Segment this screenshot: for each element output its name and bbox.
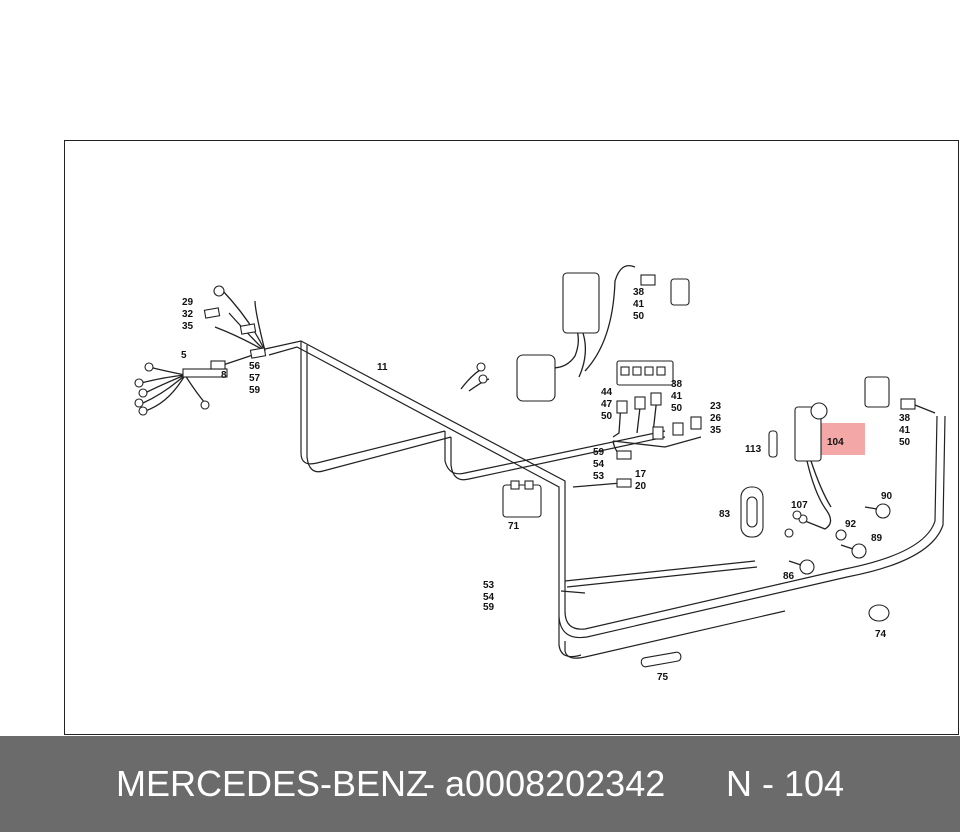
footer-separator: - <box>423 763 435 804</box>
callout-50-top: 50 <box>633 311 645 322</box>
top-relay-group <box>460 264 690 402</box>
callout-26: 26 <box>710 413 722 424</box>
callout-59-low: 59 <box>483 602 495 613</box>
callout-50-mid: 50 <box>671 403 683 414</box>
callout-107: 107 <box>791 500 808 511</box>
right-switch-group <box>864 376 936 414</box>
wiring-harness-diagram: 29 32 35 5 8 56 57 59 11 38 41 50 44 47 … <box>134 264 946 683</box>
callout-32: 32 <box>182 309 194 320</box>
callout-89: 89 <box>871 533 883 544</box>
callout-104: 104 <box>827 437 844 448</box>
callout-83: 83 <box>719 509 731 520</box>
middle-connector-block <box>572 360 702 488</box>
callout-47: 47 <box>601 399 613 410</box>
callout-35: 35 <box>710 425 722 436</box>
switch-104-group <box>768 402 865 530</box>
holder-83 <box>740 486 764 538</box>
callout-54-low: 54 <box>483 592 495 603</box>
hardware-parts <box>640 503 891 668</box>
callout-56: 56 <box>249 361 261 372</box>
callout-50-right: 50 <box>899 437 911 448</box>
callout-113: 113 <box>745 444 762 455</box>
main-harness <box>264 340 946 659</box>
callout-38-mid: 38 <box>671 379 683 390</box>
callout-59-mid: 59 <box>593 447 605 458</box>
callout-8: 8 <box>221 370 227 381</box>
callout-41-right: 41 <box>899 425 911 436</box>
callout-38-top: 38 <box>633 287 645 298</box>
footer-bar: MERCEDES-BENZ - a0008202342 N - 104 <box>0 736 960 832</box>
left-terminal-fan <box>134 285 267 416</box>
brand-name: MERCEDES-BENZ <box>116 763 429 804</box>
callout-59: 59 <box>249 385 261 396</box>
part-number: a0008202342 <box>445 763 666 804</box>
callout-75: 75 <box>657 672 669 683</box>
diagram-frame: 29 32 35 5 8 56 57 59 11 38 41 50 44 47 … <box>64 140 959 735</box>
callout-5: 5 <box>181 350 187 361</box>
callout-57: 57 <box>249 373 261 384</box>
callout-35: 35 <box>182 321 194 332</box>
callout-92: 92 <box>845 519 857 530</box>
callout-23: 23 <box>710 401 722 412</box>
callout-50: 50 <box>601 411 613 422</box>
callout-11: 11 <box>377 362 388 373</box>
callout-71: 71 <box>508 521 520 532</box>
callout-53-mid: 53 <box>593 471 605 482</box>
callout-53-low: 53 <box>483 580 495 591</box>
callout-90: 90 <box>881 491 893 502</box>
callout-41-top: 41 <box>633 299 645 310</box>
callout-74: 74 <box>875 629 887 640</box>
callout-20: 20 <box>635 481 647 492</box>
callout-44: 44 <box>601 387 613 398</box>
bracket-71 <box>502 480 542 518</box>
reference-number: N - 104 <box>726 763 845 804</box>
callout-labels: 29 32 35 5 8 56 57 59 11 38 41 50 44 47 … <box>181 287 911 683</box>
callout-38-right: 38 <box>899 413 911 424</box>
callout-17: 17 <box>635 469 647 480</box>
callout-29: 29 <box>182 297 194 308</box>
callout-41-mid: 41 <box>671 391 683 402</box>
callout-86: 86 <box>783 571 795 582</box>
callout-54-mid: 54 <box>593 459 605 470</box>
